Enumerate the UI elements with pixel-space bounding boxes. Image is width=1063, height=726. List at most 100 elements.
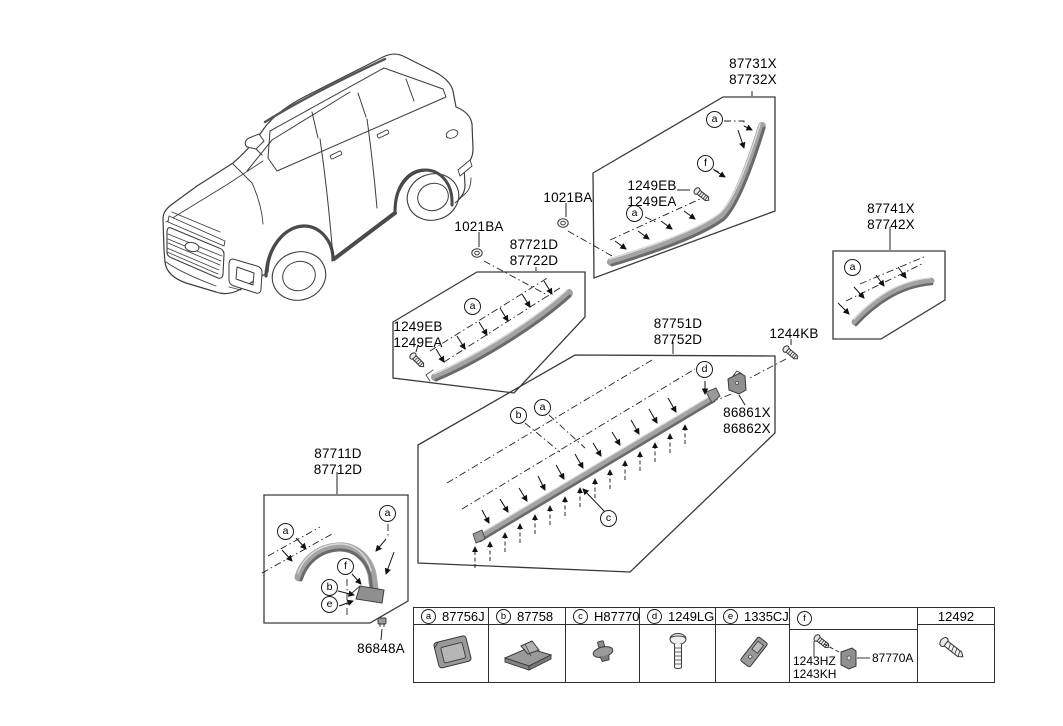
legend-letter-a: a [421, 608, 436, 624]
label-screw-1243: 1243HZ 1243KH [793, 654, 837, 681]
box-rear-quarter-moulding [832, 250, 946, 340]
marker-rear-door-f: f [697, 155, 714, 172]
legend-cell-d [640, 625, 715, 682]
legend-cell-e [716, 625, 789, 682]
marker-sill-c: c [600, 510, 617, 527]
legend-cell-f: 1243HZ 1243KH 87770A [790, 630, 917, 682]
marker-rear-quarter-a: a [844, 259, 861, 276]
detail-boxes [263, 96, 946, 624]
car-rear-arch-moulding [393, 168, 454, 213]
dome-screw-icon [669, 633, 687, 669]
marker-fender-a2: a [379, 505, 396, 522]
front-wheel [271, 251, 327, 301]
box-front-fender-moulding [263, 494, 409, 624]
legend-col-b: b 87758 [489, 608, 566, 682]
marker-rear-door-a2: a [626, 205, 643, 222]
legend-part-d: 1249LG [668, 608, 715, 624]
grommet-clip-icon [592, 640, 614, 662]
headlight [167, 211, 226, 247]
legend-letter-b: b [496, 608, 511, 624]
label-screw-rear-door: 1249EB 1249EA [627, 178, 677, 209]
car-illustration [162, 53, 474, 301]
legend-cell-a [414, 625, 488, 682]
pad-clip-icon [433, 635, 472, 669]
part-front-fender-moulding [294, 542, 385, 604]
car-front-arch-moulding [264, 224, 335, 278]
label-rear-door-moulding: 87731X 87732X [729, 56, 777, 87]
marker-fender-a1: a [277, 523, 294, 540]
legend-part-b: 87758 [517, 608, 554, 624]
legend-cell-b [489, 625, 565, 682]
legend-header-a: a 87756J [414, 608, 488, 625]
label-rear-quarter-moulding: 87741X 87742X [867, 201, 915, 232]
side-mirror [244, 133, 265, 156]
legend-header-12492: 12492 [918, 608, 994, 625]
legend-header-e: e 1335CJ [716, 608, 789, 625]
fog-lamp [228, 258, 263, 294]
screw-bracket-icon [812, 633, 870, 670]
legend-col-f: f 1243HZ 1243KH 87770A [790, 608, 918, 682]
label-screw-sill: 1244KB [769, 326, 819, 341]
label-front-door-moulding: 87721D 87722D [509, 237, 559, 268]
legend-header-d: d 1249LG [640, 608, 715, 625]
box-rear-door-moulding [592, 96, 776, 279]
legend-col-12492: 12492 [918, 608, 994, 682]
part-side-sill-moulding [472, 387, 721, 544]
brand-badge [184, 241, 200, 253]
part-rear-door-moulding [607, 122, 766, 267]
legend-part-c: H87770 [594, 608, 640, 624]
legend-cell-c [566, 625, 639, 682]
screw-icon-front-door [408, 351, 427, 370]
box-front-door-moulding [392, 271, 586, 394]
screw-icon-rear-door [692, 186, 712, 204]
clip-icon-fender [377, 617, 387, 627]
fastener-legend-table: a 87756J b 87758 [413, 607, 995, 683]
rect-clip-icon [740, 636, 768, 668]
car-roof-rail [263, 57, 387, 124]
dash-leaders [483, 230, 787, 401]
legend-header-b: b 87758 [489, 608, 565, 625]
label-side-sill-moulding: 87751D 87752D [653, 316, 703, 347]
marker-fender-b: b [321, 579, 338, 596]
legend-part-e: 1335CJ [744, 608, 789, 624]
label-front-fender-moulding: 87711D 87712D [313, 446, 363, 477]
legend-col-c: c H87770 [566, 608, 640, 682]
legend-letter-f: f [797, 611, 812, 626]
part-rear-quarter-moulding [851, 277, 935, 327]
marker-rear-door-a: a [706, 111, 723, 128]
legend-col-d: d 1249LG [640, 608, 716, 682]
legend-col-a: a 87756J [414, 608, 489, 682]
screw-icon-sill [781, 344, 801, 362]
legend-letter-e: e [723, 608, 738, 624]
wedge-clip-icon [503, 640, 553, 671]
legend-cell-12492 [918, 625, 994, 682]
tapping-screw-icon [939, 637, 964, 658]
marker-fender-f: f [337, 558, 354, 575]
legend-letter-d: d [647, 608, 662, 624]
label-screw-front-door: 1249EB 1249EA [393, 319, 443, 350]
marker-fender-e: e [321, 596, 338, 613]
nut-icon-rear-door [557, 218, 569, 228]
label-nut-front-door: 1021BA [454, 219, 504, 234]
car-sill-moulding [332, 211, 397, 261]
marker-front-door-a: a [464, 298, 481, 315]
label-clip-fender: 86848A [357, 641, 405, 656]
taillight [457, 159, 473, 177]
rear-wheel [406, 173, 460, 221]
legend-col-e: e 1335CJ [716, 608, 790, 682]
sill-underside-arrows [472, 424, 688, 568]
ladder-lines [261, 120, 927, 615]
marker-sill-a: a [534, 399, 551, 416]
fastener-arrows [281, 124, 907, 607]
label-sill-bracket: 86861X 86862X [723, 405, 771, 436]
label-nut-rear-door: 1021BA [543, 190, 593, 205]
legend-part-a: 87756J [442, 608, 485, 624]
part-front-door-moulding [425, 289, 573, 382]
legend-part-12492: 12492 [937, 608, 975, 624]
box-side-sill-moulding [417, 354, 776, 573]
front-grille [166, 227, 225, 279]
legend-header-c: c H87770 [566, 608, 640, 625]
bracket-icon-sill [727, 370, 747, 395]
